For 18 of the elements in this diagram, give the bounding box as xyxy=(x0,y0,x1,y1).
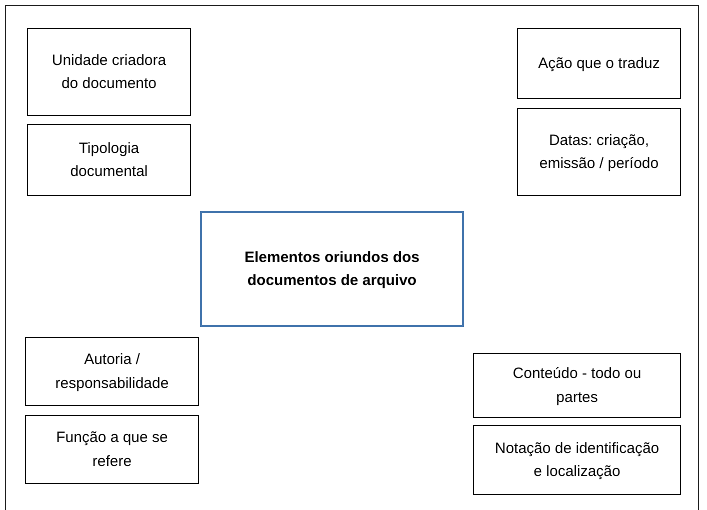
topic-box xyxy=(473,425,681,495)
topic-text: Função a que se refere xyxy=(55,428,169,472)
topic-text: Conteúdo - todo ou partes xyxy=(512,364,642,408)
topic-box xyxy=(25,337,199,406)
topic-box xyxy=(27,28,191,116)
topic-box xyxy=(517,108,681,196)
topic-box xyxy=(517,28,681,99)
topic-text: Ação que o traduz xyxy=(538,54,660,74)
topic-box xyxy=(25,415,199,484)
topic-text: Elementos oriundos dos documentos de arquivo xyxy=(243,248,421,291)
topic-box xyxy=(27,124,191,196)
topic-text: Tipologia documental xyxy=(69,138,149,182)
topic-box xyxy=(473,353,681,418)
topic-text: Datas: criação, emissão / período xyxy=(538,130,660,174)
central-topic-box xyxy=(200,211,464,327)
topic-text: Unidade criadora do documento xyxy=(50,50,168,94)
topic-text: Autoria / responsabilidade xyxy=(54,350,170,394)
topic-text: Notação de identificação e localização xyxy=(494,438,660,482)
